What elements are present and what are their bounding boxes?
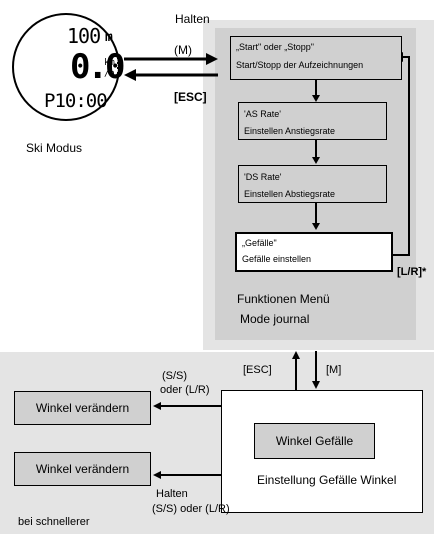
menu-title: Funktionen Menü <box>237 292 330 306</box>
arrow-lower-winkel-head <box>153 471 161 479</box>
winkel-gefaelle-box: Winkel Gefälle <box>254 423 375 459</box>
lr-button-label: [L/R]* <box>397 266 427 278</box>
winkel-change-box-1: Winkel verändern <box>14 391 151 425</box>
lr-loop-line <box>392 56 410 256</box>
menu-box-start-stop: „Start" oder „Stopp" Start/Stopp der Auf… <box>230 36 402 80</box>
watch-speed-unit-bottom: /h <box>104 69 115 79</box>
menu-box-gefaelle: „Gefälle" Gefälle einstellen <box>235 232 393 272</box>
esc-left-label: [ESC] <box>174 90 207 104</box>
menu-box-start-stop-desc: Start/Stopp der Aufzeichnungen <box>236 60 364 70</box>
arrow-esc-head <box>124 69 136 81</box>
m-button-label: (M) <box>174 43 192 57</box>
menu-box-as-rate-title: 'AS Rate' <box>244 109 281 119</box>
winkel-change-box-1-label: Winkel verändern <box>35 401 130 415</box>
menu-box-as-rate-desc: Einstellen Anstiegsrate <box>244 126 336 136</box>
einstellung-label: Einstellung Gefälle Winkel <box>257 473 397 487</box>
halten-bottom-line2: (S/S) oder (L/R) <box>152 503 230 515</box>
menu-box-gefaelle-desc: Gefälle einstellen <box>242 254 312 264</box>
menu-box-gefaelle-title: „Gefälle" <box>242 238 277 248</box>
menu-subtitle: Mode journal <box>240 312 310 326</box>
watch-altitude-value: 100 <box>67 24 101 48</box>
winkel-change-box-2: Winkel verändern <box>14 452 151 486</box>
watch-speed-unit-top: km <box>104 58 115 68</box>
menu-down-arrows <box>312 80 320 230</box>
arrow-upper-winkel-head <box>153 402 161 410</box>
winkel-gefaelle-label: Winkel Gefälle <box>275 434 354 448</box>
ss-or-lr-line1: (S/S) <box>162 370 188 382</box>
halten-bottom-line1: Halten <box>156 488 188 500</box>
watch-altitude-unit: m <box>105 30 113 45</box>
esc-mid-label: [ESC] <box>243 364 272 376</box>
watch-signal-icon <box>117 57 119 74</box>
bottom-note: bei schnellerer <box>18 516 90 528</box>
menu-box-start-stop-title: „Start" oder „Stopp" <box>236 42 314 52</box>
menu-box-as-rate: 'AS Rate' Einstellen Anstiegsrate <box>238 102 387 140</box>
menu-box-ds-rate-title: 'DS Rate' <box>244 172 282 182</box>
halten-top-label: Halten <box>175 12 210 26</box>
m-mid-label: [M] <box>326 364 342 376</box>
watch-caption: Ski Modus <box>26 141 83 155</box>
watch-speed-value: 0.0 <box>70 47 125 87</box>
menu-box-ds-rate: 'DS Rate' Einstellen Abstiegsrate <box>238 165 387 203</box>
winkel-change-box-2-label: Winkel verändern <box>35 462 130 476</box>
ss-or-lr-line2: oder (L/R) <box>160 384 210 396</box>
menu-box-ds-rate-desc: Einstellen Abstiegsrate <box>244 189 336 199</box>
watch-time-value: P10:00 <box>44 90 108 112</box>
esc-up-head <box>292 351 300 359</box>
arrow-m-head <box>206 53 218 65</box>
m-down-head <box>312 381 320 389</box>
